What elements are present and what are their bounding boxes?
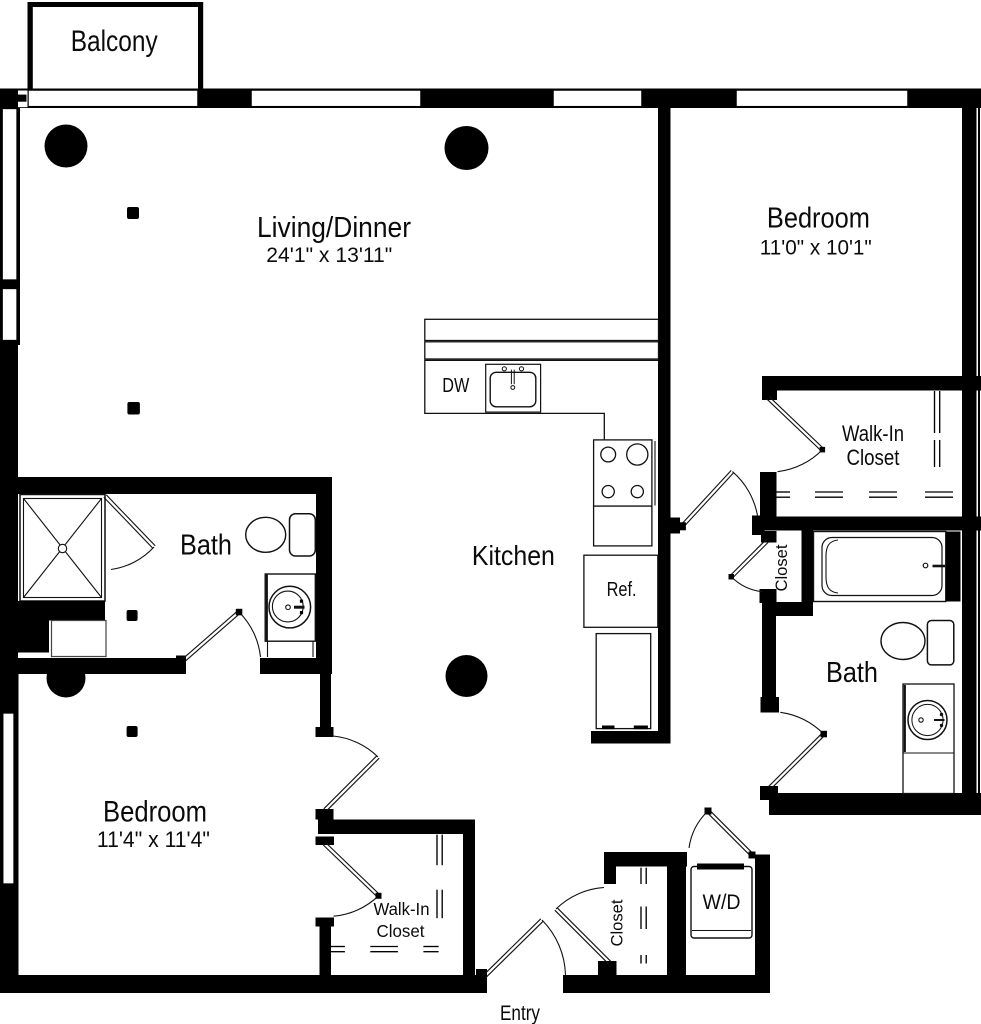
svg-text:Living/Dinner: Living/Dinner <box>257 212 411 244</box>
svg-text:Balcony: Balcony <box>71 25 158 58</box>
svg-text:Closet: Closet <box>377 921 425 941</box>
svg-text:Bedroom: Bedroom <box>103 796 207 829</box>
svg-text:Walk-In: Walk-In <box>374 899 430 919</box>
svg-text:Entry: Entry <box>500 1002 540 1024</box>
svg-text:Bedroom: Bedroom <box>767 203 870 235</box>
svg-text:Walk-In: Walk-In <box>842 421 904 446</box>
svg-text:Bath: Bath <box>180 530 232 562</box>
svg-text:24'1" x 13'11": 24'1" x 13'11" <box>266 244 392 267</box>
svg-text:DW: DW <box>442 375 469 397</box>
svg-text:Closet: Closet <box>847 445 900 470</box>
svg-text:Ref.: Ref. <box>607 579 637 601</box>
svg-text:Closet: Closet <box>608 899 627 946</box>
svg-text:11'0" x 10'1": 11'0" x 10'1" <box>760 237 872 260</box>
svg-text:W/D: W/D <box>703 891 741 914</box>
svg-text:11'4" x 11'4": 11'4" x 11'4" <box>97 827 210 852</box>
svg-text:Bath: Bath <box>826 657 878 689</box>
svg-text:Kitchen: Kitchen <box>472 540 555 571</box>
svg-text:Closet: Closet <box>772 544 791 591</box>
